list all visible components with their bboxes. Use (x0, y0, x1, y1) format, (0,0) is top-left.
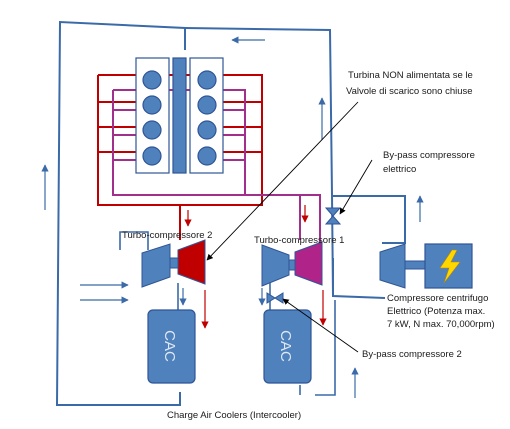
label-turbine-not-fed-line1: Turbina NON alimentata se le (348, 70, 473, 81)
bow-tie-valve-icon (324, 207, 342, 225)
label-bypass-electric-line2: elettrico (383, 164, 416, 175)
cac-intercooler-left: CAC (147, 309, 196, 384)
air-duct-network (55, 20, 406, 406)
turbocharger-2 (141, 239, 206, 288)
label-bypass-2: By-pass compressore 2 (362, 349, 462, 360)
air-flow-arrows (41, 36, 424, 398)
lightning-bolt-icon (439, 249, 461, 284)
exhaust-flow-arrows (184, 205, 327, 329)
label-electric-compressor-line2: Elettrico (Potenza max. (387, 306, 485, 317)
bypass-valve-2-icon (266, 292, 284, 304)
label-turbo-2: Turbo-compressore 2 (122, 230, 212, 241)
label-electric-compressor-line3: 7 kW, N max. 70,000rpm) (387, 319, 495, 330)
cac-right-label: CAC (277, 330, 294, 362)
cac-left-label: CAC (161, 330, 178, 362)
label-bypass-electric-line1: By-pass compressore (383, 150, 475, 161)
turbocharger-1 (261, 241, 323, 287)
label-turbo-1: Turbo-compressore 1 (254, 235, 344, 246)
cac-intercooler-right: CAC (263, 309, 312, 384)
label-electric-compressor-line1: Compressore centrifugo (387, 293, 488, 304)
label-charge-air-coolers: Charge Air Coolers (Intercooler) (167, 410, 301, 421)
label-turbine-not-fed-line2: Valvole di scarico sono chiuse (346, 86, 473, 97)
engine-block (135, 57, 224, 174)
electric-compressor (379, 243, 473, 289)
annotation-leaders (206, 101, 373, 353)
